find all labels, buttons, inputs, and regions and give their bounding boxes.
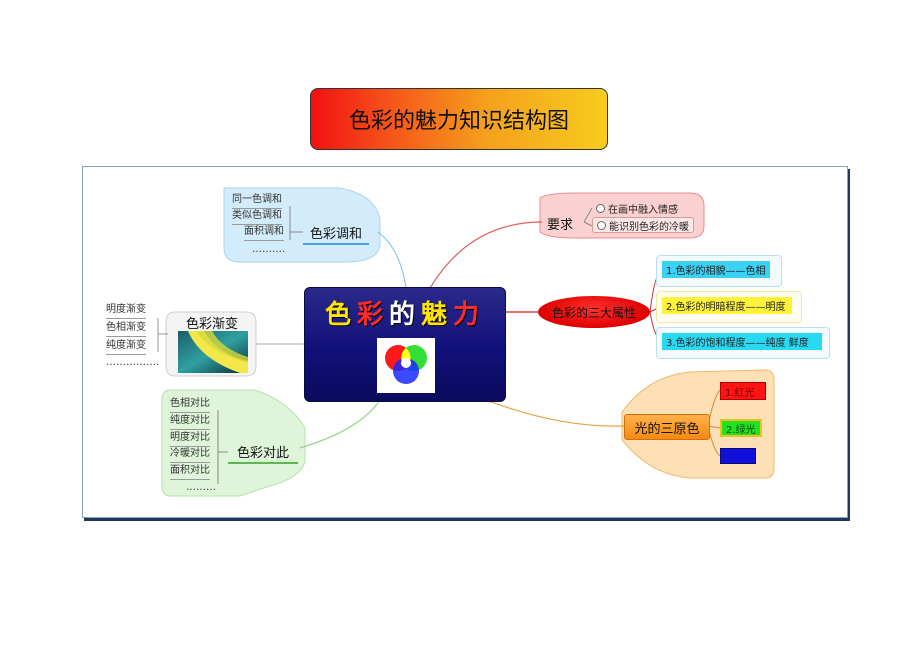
center-char: 彩 (356, 300, 389, 330)
primaries-topic[interactable]: 光的三原色 (624, 414, 710, 440)
gradient-item: 纯度渐变 (106, 338, 146, 355)
page-title: 色彩的魅力知识结构图 (310, 88, 608, 150)
contrast-topic[interactable]: 色彩对此 (228, 440, 298, 464)
center-char: 力 (453, 300, 486, 330)
gradient-image (178, 331, 248, 373)
radio-icon (596, 203, 605, 213)
harmony-item: 类似色调和 (232, 208, 282, 225)
center-char: 魅 (421, 300, 454, 330)
primary-light-item: 3.蓝光 (720, 448, 756, 464)
contrast-item: ……… (186, 482, 216, 493)
harmony-item: ………. (252, 244, 286, 255)
harmony-item: 同一色调和 (232, 192, 282, 209)
requirements-item: 能识别色彩的冷暖 (592, 217, 694, 233)
attribute-item: 1.色彩的相貌——色相 (662, 261, 770, 278)
contrast-bubble (161, 389, 306, 497)
contrast-item: 纯度对比 (170, 413, 210, 430)
contrast-item: 色相对比 (170, 396, 210, 413)
attributes-topic[interactable]: 色彩的三大属性 (538, 296, 650, 328)
harmony-item: 面积调和 (244, 224, 284, 241)
gradient-item: 色相渐变 (106, 320, 146, 337)
gradient-item: ……………. (106, 357, 160, 368)
rgb-venn-image (377, 338, 435, 393)
gradient-item: 明度渐变 (106, 302, 146, 319)
requirements-item: 在画中融入情感 (592, 200, 678, 216)
center-node[interactable]: 色彩的魅力 (304, 287, 506, 402)
requirements-item-text: 能识别色彩的冷暖 (609, 221, 689, 233)
center-title: 色彩的魅力 (305, 294, 505, 331)
contrast-item: 冷暖对比 (170, 446, 210, 463)
requirements-item-text: 在画中融入情感 (608, 204, 678, 216)
attribute-item: 2.色彩的明暗程度——明度 (662, 297, 792, 314)
center-char: 色 (324, 300, 357, 330)
radio-icon (597, 220, 606, 230)
requirements-topic[interactable]: 要求 (546, 217, 573, 233)
attribute-item: 3.色彩的饱和程度——纯度 鲜度 (662, 333, 822, 350)
center-char: 的 (388, 300, 421, 330)
gradient-topic[interactable]: 色彩渐变 (185, 316, 238, 332)
primary-light-item: 2.绿光 (720, 419, 762, 437)
contrast-item: 面积对比 (170, 463, 210, 480)
harmony-topic[interactable]: 色彩调和 (303, 221, 369, 245)
primary-light-item: 1.红光 (720, 382, 766, 400)
contrast-item: 明度对比 (170, 430, 210, 447)
